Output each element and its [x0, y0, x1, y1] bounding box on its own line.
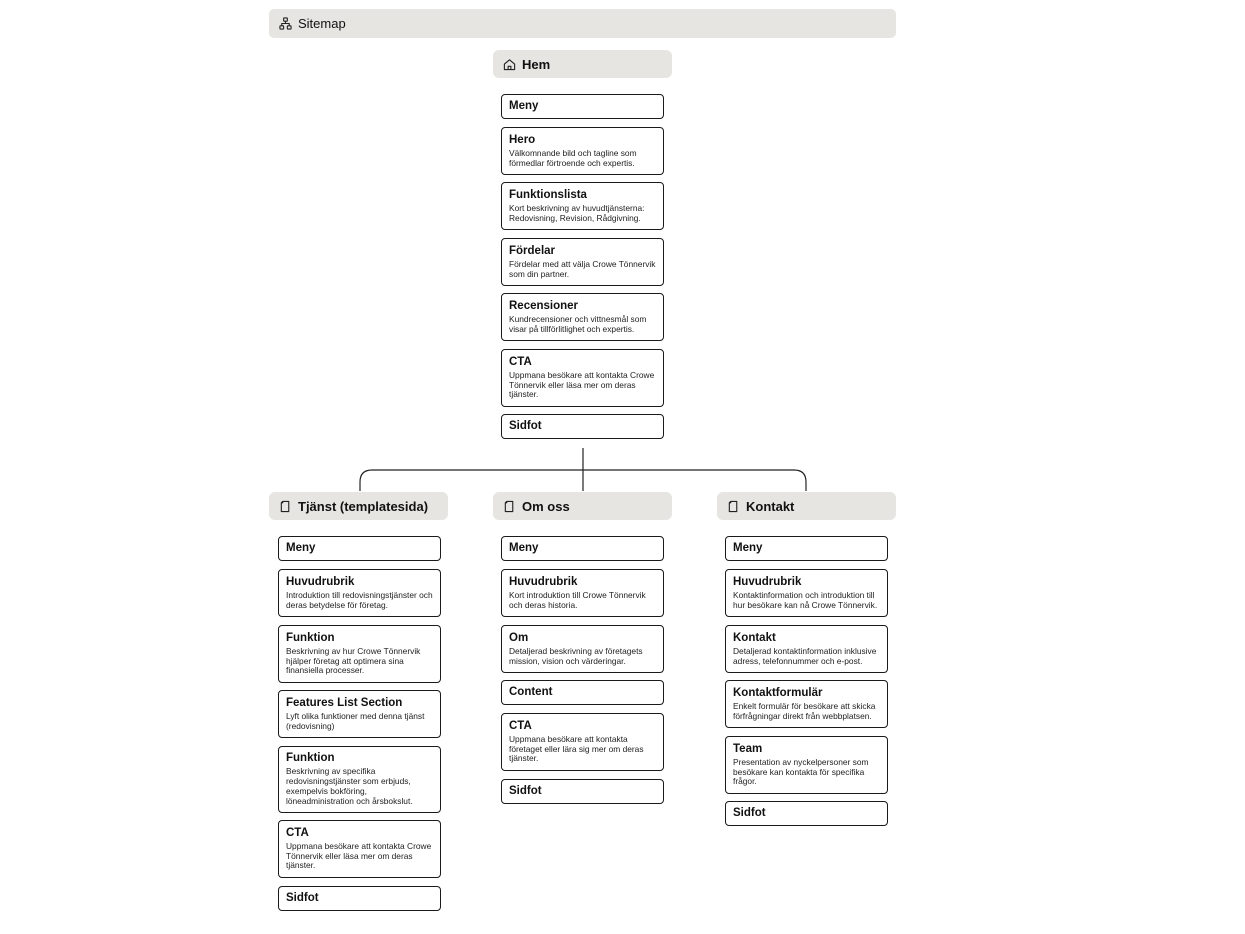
section-description: Uppmana besökare att kontakta Crowe Tönn… — [286, 840, 432, 871]
section-description: Enkelt formulär för besökare att skicka … — [733, 700, 876, 721]
hem-section-recensioner[interactable]: Recensioner Kundrecensioner och vittnesm… — [501, 293, 664, 341]
section-title: Funktion — [286, 631, 335, 644]
section-title: Meny — [286, 542, 316, 554]
page-icon — [503, 500, 516, 513]
section-description: Kundrecensioner och vittnesmål som visar… — [509, 313, 647, 334]
section-title: CTA — [286, 826, 309, 839]
tjanst-section-meny[interactable]: Meny — [278, 536, 441, 561]
page-kontakt-title: Kontakt — [746, 498, 795, 514]
hem-section-hero[interactable]: Hero Välkomnande bild och tagline som fö… — [501, 127, 664, 175]
section-description: Detaljerad kontaktinformation inklusive … — [733, 645, 877, 666]
section-title: Sidfot — [509, 785, 542, 797]
tjanst-section-sidfot[interactable]: Sidfot — [278, 886, 441, 911]
section-title: Team — [733, 742, 763, 755]
section-title: Huvudrubrik — [286, 575, 355, 588]
sitemap-title: Sitemap — [298, 16, 346, 31]
section-title: Content — [509, 686, 553, 698]
section-title: Sidfot — [733, 807, 766, 819]
section-description: Beskrivning av hur Crowe Tönnervik hjälp… — [286, 645, 421, 676]
page-omoss-title: Om oss — [522, 498, 570, 514]
section-title: Sidfot — [286, 892, 319, 904]
section-title: Meny — [509, 542, 539, 554]
section-title: Features List Section — [286, 696, 403, 709]
hem-section-sidfot[interactable]: Sidfot — [501, 414, 664, 439]
page-icon — [727, 500, 740, 513]
omoss-section-cta[interactable]: CTA Uppmana besökare att kontakta företa… — [501, 713, 664, 771]
kontakt-section-kontakt[interactable]: Kontakt Detaljerad kontaktinformation in… — [725, 625, 888, 673]
page-hem-header[interactable]: Hem — [493, 50, 672, 78]
tjanst-section-huvudrubrik[interactable]: Huvudrubrik Introduktion till redovisnin… — [278, 569, 441, 617]
page-hem-title: Hem — [522, 56, 551, 72]
section-title: CTA — [509, 355, 532, 368]
section-title: Meny — [509, 100, 539, 112]
section-description: Introduktion till redovisningstjänster o… — [286, 589, 433, 610]
kontakt-section-huvudrubrik[interactable]: Huvudrubrik Kontaktinformation och intro… — [725, 569, 888, 617]
page-omoss-header[interactable]: Om oss — [493, 492, 672, 520]
section-title: Fördelar — [509, 244, 556, 257]
omoss-section-content[interactable]: Content — [501, 680, 664, 705]
section-title: Sidfot — [509, 420, 542, 432]
page-kontakt-header[interactable]: Kontakt — [717, 492, 896, 520]
section-description: Kort beskrivning av huvudtjänsterna: Red… — [509, 202, 645, 223]
kontakt-section-kontaktformular[interactable]: Kontaktformulär Enkelt formulär för besö… — [725, 680, 888, 728]
section-title: Kontaktformulär — [733, 686, 823, 699]
sitemap-icon — [279, 17, 292, 30]
section-description: Beskrivning av specifika redovisningstjä… — [286, 766, 413, 806]
omoss-section-sidfot[interactable]: Sidfot — [501, 779, 664, 804]
page-tjanst-title: Tjänst (templatesida) — [298, 498, 429, 514]
kontakt-section-team[interactable]: Team Presentation av nyckelpersoner som … — [725, 736, 888, 794]
section-description: Lyft olika funktioner med denna tjänst (… — [286, 710, 425, 731]
tjanst-section-features-list[interactable]: Features List Section Lyft olika funktio… — [278, 690, 441, 738]
section-title: Funktionslista — [509, 188, 587, 201]
section-title: Meny — [733, 542, 763, 554]
hem-section-fordelar[interactable]: Fördelar Fördelar med att välja Crowe Tö… — [501, 238, 664, 286]
omoss-section-huvudrubrik[interactable]: Huvudrubrik Kort introduktion till Crowe… — [501, 569, 664, 617]
hem-section-funktionslista[interactable]: Funktionslista Kort beskrivning av huvud… — [501, 182, 664, 230]
tjanst-section-cta[interactable]: CTA Uppmana besökare att kontakta Crowe … — [278, 820, 441, 878]
section-title: Hero — [509, 133, 536, 146]
section-title: Recensioner — [509, 299, 579, 312]
section-title: CTA — [509, 719, 532, 732]
section-title: Funktion — [286, 752, 335, 765]
section-description: Detaljerad beskrivning av företagets mis… — [509, 645, 643, 666]
section-title: Huvudrubrik — [509, 575, 578, 588]
section-description: Kort introduktion till Crowe Tönnervik o… — [509, 589, 646, 610]
section-description: Uppmana besökare att kontakta företaget … — [509, 733, 644, 764]
page-icon — [279, 500, 292, 513]
section-description: Fördelar med att välja Crowe Tönnervik s… — [509, 258, 656, 279]
section-description: Välkomnande bild och tagline som förmedl… — [509, 147, 637, 168]
kontakt-section-sidfot[interactable]: Sidfot — [725, 801, 888, 826]
sitemap-header: Sitemap — [269, 9, 896, 38]
tjanst-section-funktion-1[interactable]: Funktion Beskrivning av hur Crowe Tönner… — [278, 625, 441, 683]
section-description: Presentation av nyckelpersoner som besök… — [733, 756, 869, 787]
page-tjanst-header[interactable]: Tjänst (templatesida) — [269, 492, 448, 520]
section-title: Huvudrubrik — [733, 575, 802, 588]
section-title: Om — [509, 631, 529, 644]
hem-section-meny[interactable]: Meny — [501, 94, 664, 119]
omoss-section-meny[interactable]: Meny — [501, 536, 664, 561]
section-description: Kontaktinformation och introduktion till… — [733, 589, 878, 610]
section-title: Kontakt — [733, 631, 776, 644]
hem-section-cta[interactable]: CTA Uppmana besökare att kontakta Crowe … — [501, 349, 664, 407]
kontakt-section-meny[interactable]: Meny — [725, 536, 888, 561]
omoss-section-om[interactable]: Om Detaljerad beskrivning av företagets … — [501, 625, 664, 673]
section-description: Uppmana besökare att kontakta Crowe Tönn… — [509, 369, 655, 400]
home-icon — [503, 58, 516, 71]
tjanst-section-funktion-2[interactable]: Funktion Beskrivning av specifika redovi… — [278, 746, 441, 813]
